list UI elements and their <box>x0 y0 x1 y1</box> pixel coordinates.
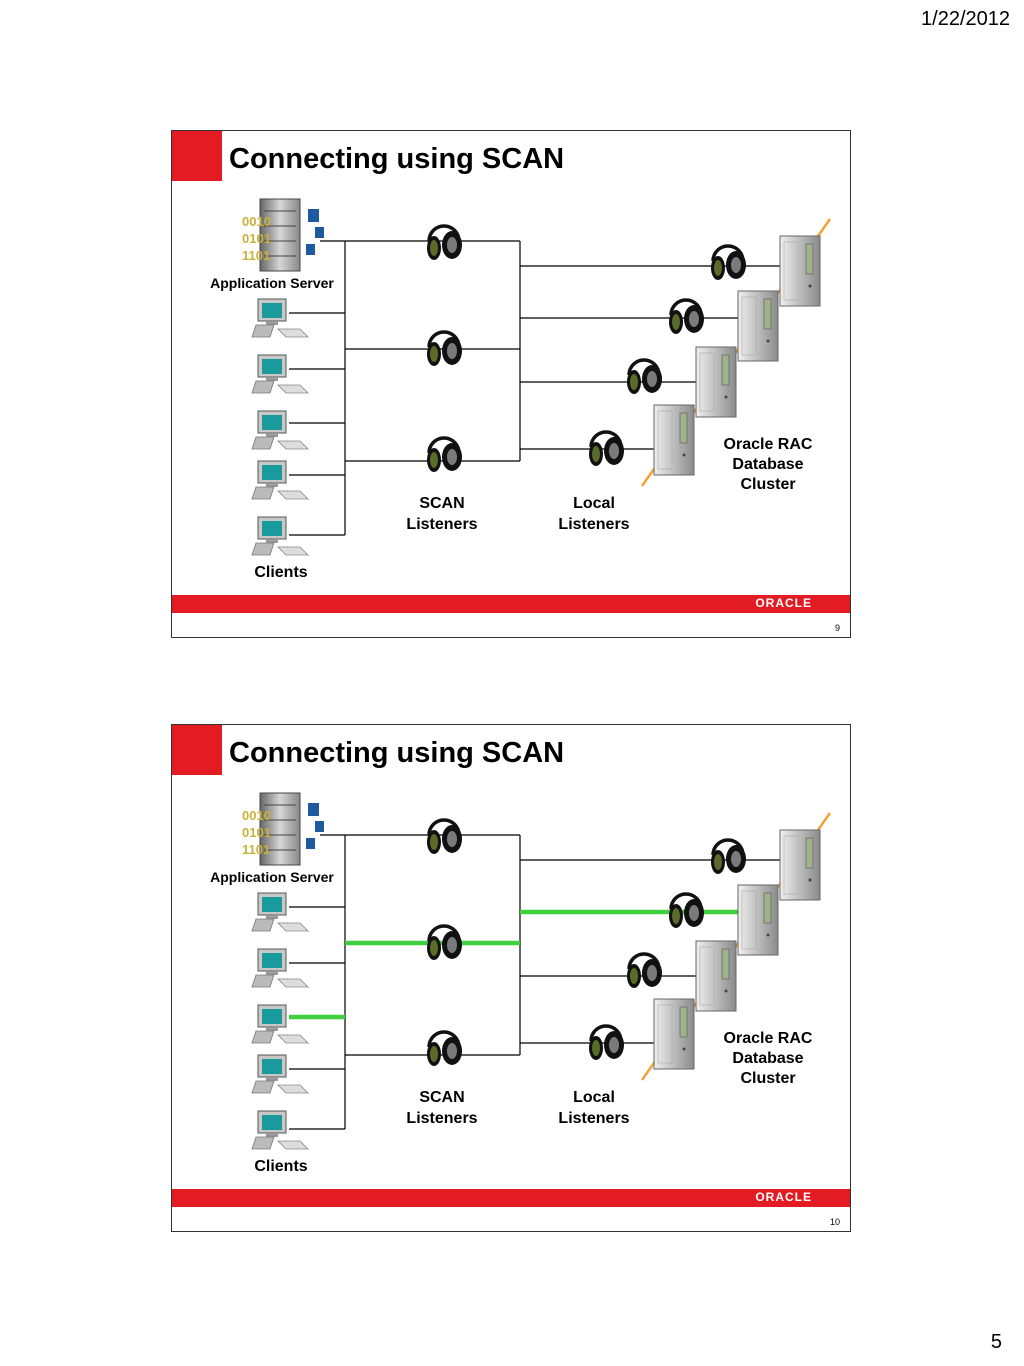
client-icon <box>251 1110 309 1150</box>
svg-text:0010: 0010 <box>242 808 271 823</box>
title-accent <box>172 131 222 181</box>
database-server-icon <box>695 940 737 1012</box>
scan-listener-icon <box>425 224 464 262</box>
scan-listener-icon <box>425 436 464 474</box>
application-server-label: Application Server <box>210 869 334 885</box>
local-listener-icon <box>709 244 748 282</box>
scan-listener-icon <box>425 924 464 962</box>
database-server-icon <box>737 290 779 362</box>
scan-listener-icon <box>425 818 464 856</box>
slide-title: Connecting using SCAN <box>229 143 565 175</box>
slide-10: Connecting using SCAN <box>171 724 851 1232</box>
svg-text:1101: 1101 <box>242 842 270 857</box>
scan-listeners-label: SCAN Listeners <box>406 1089 478 1127</box>
database-server-icon <box>653 404 695 476</box>
slide-number: 9 <box>834 623 840 633</box>
title-accent <box>172 725 222 775</box>
slide-title: Connecting using SCAN <box>229 737 565 769</box>
scan-listener-icon <box>425 330 464 368</box>
client-icon <box>251 892 309 932</box>
svg-text:1101: 1101 <box>242 248 270 263</box>
local-listener-icon <box>667 298 706 336</box>
local-listeners-label: Local Listeners <box>558 1089 630 1127</box>
scan-listener-icon <box>425 1030 464 1068</box>
local-listener-icon <box>587 1024 626 1062</box>
oracle-logo: ORACLE <box>755 1190 812 1204</box>
client-icon <box>251 1004 309 1044</box>
slide-number: 10 <box>829 1217 840 1227</box>
client-icon <box>251 354 309 394</box>
scan-listeners-label: SCAN Listeners <box>406 495 478 533</box>
slide-9: Connecting using SCAN <box>171 130 851 638</box>
client-icon <box>251 410 309 450</box>
application-server-icon: 0010 0101 1101 <box>242 792 324 866</box>
svg-text:0101: 0101 <box>242 231 271 246</box>
footer-bar: ORACLE <box>172 1189 850 1207</box>
local-listener-icon <box>625 358 664 396</box>
oracle-logo: ORACLE <box>755 596 812 610</box>
database-server-icon <box>779 829 821 901</box>
client-icon <box>251 948 309 988</box>
application-server-label: Application Server <box>210 275 334 291</box>
database-server-icon <box>737 884 779 956</box>
scan-diagram: 0010 0101 1101 <box>242 792 832 1150</box>
client-icon <box>251 298 309 338</box>
scan-diagram: 0010 0101 1101 <box>242 198 832 556</box>
page-number: 5 <box>990 1331 1002 1353</box>
rac-cluster-label: Oracle RAC Database Cluster <box>723 436 813 493</box>
svg-text:0010: 0010 <box>242 214 271 229</box>
local-listener-icon <box>709 838 748 876</box>
local-listener-icon <box>625 952 664 990</box>
database-server-icon <box>779 235 821 307</box>
database-server-icon <box>653 998 695 1070</box>
client-icon <box>251 516 309 556</box>
database-server-icon <box>695 346 737 418</box>
svg-text:0101: 0101 <box>242 825 271 840</box>
clients-label: Clients <box>254 564 308 581</box>
local-listener-icon <box>587 430 626 468</box>
page-date: 1/22/2012 <box>921 8 1010 30</box>
client-icon <box>251 1054 309 1094</box>
local-listeners-label: Local Listeners <box>558 495 630 533</box>
local-listener-icon <box>667 892 706 930</box>
clients-label: Clients <box>254 1158 308 1175</box>
client-icon <box>251 460 309 500</box>
rac-cluster-label: Oracle RAC Database Cluster <box>723 1030 813 1087</box>
application-server-icon: 0010 0101 1101 <box>242 198 324 272</box>
footer-bar: ORACLE <box>172 595 850 613</box>
